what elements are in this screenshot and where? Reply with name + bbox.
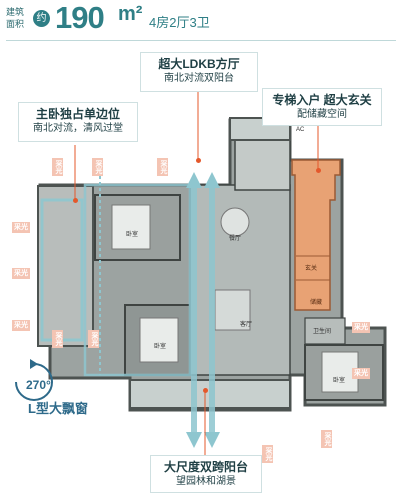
- dining-table: [220, 207, 250, 237]
- callout-balcony-title: 大尺度双跨阳台: [163, 460, 248, 474]
- callout-master-title: 主卧独占单边位: [35, 107, 120, 121]
- pointer-dot-ldkb: [196, 158, 201, 163]
- header: 建筑 面积 约 190 m² 4房2厅3卫: [0, 0, 403, 44]
- rotation-arrowhead: [30, 359, 38, 369]
- light-tag: 采光: [12, 222, 30, 233]
- room-label-bathroom: 卫生间: [313, 329, 332, 335]
- room-label-bedroom2: 卧室: [154, 344, 167, 350]
- room-label-dining: 餐厅: [229, 236, 242, 242]
- airflow-arrows: [99, 158, 220, 448]
- master-bed: [111, 204, 151, 250]
- light-tag: 采光: [52, 158, 63, 176]
- callout-ldkb-title: 超大LDKB方厅: [158, 57, 240, 71]
- callout-ldkb: 超大LDKB方厅 南北对流双阳台: [140, 52, 258, 92]
- area-label-bottom: 面积: [6, 19, 25, 29]
- light-tag: 采光: [88, 330, 99, 348]
- callout-entry: 专梯入户 超大玄关 配储藏空间: [262, 88, 382, 126]
- layout-text: 4房2厅3卫: [149, 15, 210, 30]
- room-label-ac: AC: [296, 127, 305, 133]
- approx-badge: 约: [33, 10, 50, 27]
- light-tag: 采光: [12, 320, 30, 331]
- light-tag: 采光: [12, 268, 30, 279]
- pointer-dot-balcony: [203, 388, 208, 393]
- room-label-storage: 储藏: [310, 300, 323, 306]
- pointer-dot-entry: [316, 168, 321, 173]
- header-divider: [6, 40, 396, 41]
- window-label: L型大飘窗: [28, 401, 88, 416]
- room-label-bedroom3: 卧室: [333, 378, 346, 384]
- bedroom3-bed: [321, 351, 359, 393]
- pointer-dot-master: [73, 198, 78, 203]
- window-degree: 270°: [26, 378, 51, 392]
- area-value: 190: [55, 0, 105, 35]
- light-tag: 采光: [92, 158, 103, 176]
- callout-ldkb-sub: 南北对流双阳台: [164, 73, 234, 84]
- area-label-top: 建筑: [6, 7, 25, 17]
- room-label-master: 卧室: [126, 232, 139, 238]
- callout-balcony: 大尺度双跨阳台 望园林和湖景: [150, 455, 262, 493]
- light-tag: 采光: [52, 330, 63, 348]
- bedroom2-bed: [139, 317, 179, 363]
- light-tag: 采光: [262, 445, 273, 463]
- light-tag: 采光: [157, 158, 168, 176]
- callout-master: 主卧独占单边位 南北对流，清风过堂: [18, 102, 138, 142]
- light-tag: 采光: [321, 430, 332, 448]
- area-unit: m²: [118, 3, 143, 25]
- bathroom-area: [304, 317, 346, 345]
- callout-entry-sub: 配储藏空间: [297, 109, 347, 120]
- callout-master-sub: 南北对流，清风过堂: [33, 123, 123, 134]
- living-sofa: [214, 289, 251, 331]
- master-suite-frame: [83, 183, 192, 377]
- entry-foyer: [291, 159, 341, 311]
- kitchen-area: [234, 139, 291, 191]
- room-label-living: 客厅: [240, 322, 253, 328]
- callout-entry-title: 专梯入户 超大玄关: [272, 93, 372, 107]
- room-label-entry: 玄关: [305, 266, 318, 272]
- callout-balcony-sub: 望园林和湖景: [176, 476, 236, 487]
- rotation-arrow: [15, 363, 53, 401]
- light-tag: 采光: [352, 368, 370, 379]
- light-tag: 采光: [352, 322, 370, 333]
